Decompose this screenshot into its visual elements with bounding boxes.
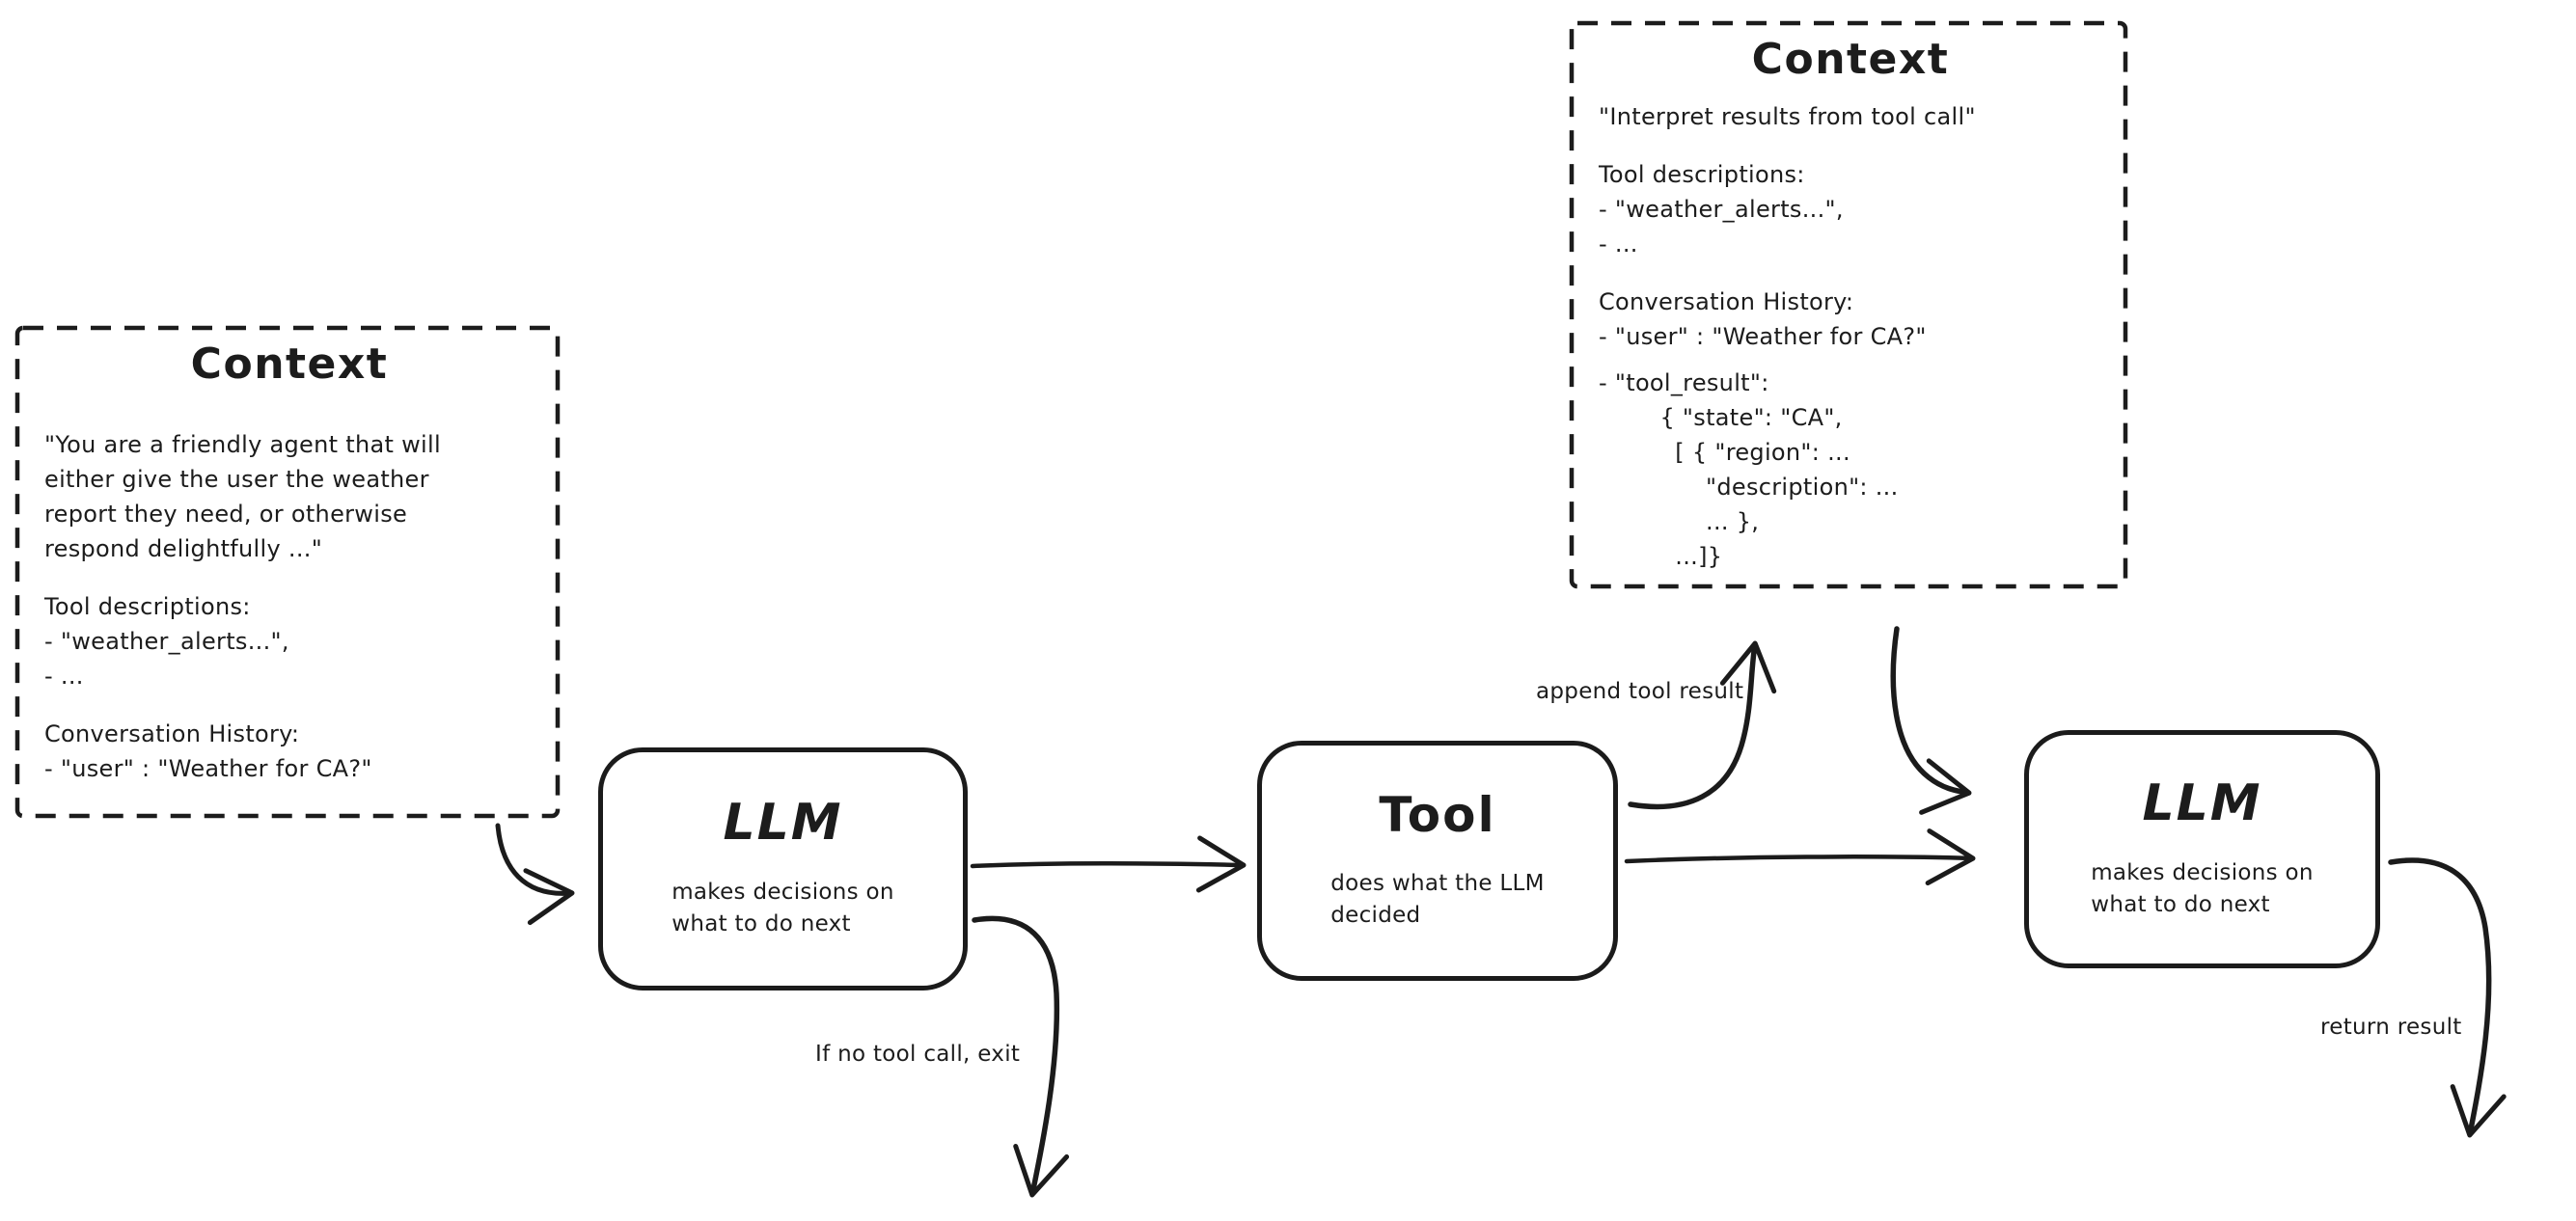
- node-llm-second-title: LLM: [2142, 773, 2262, 832]
- context-result-tool-descriptions: Tool descriptions: - "weather_alerts..."…: [1599, 161, 1844, 258]
- context-result-title: Context: [1751, 35, 1950, 84]
- context-initial-conversation-history: Conversation History: - "user" : "Weathe…: [44, 720, 372, 782]
- arrow-context-initial-to-llm: [495, 823, 575, 926]
- context-initial-title: Context: [190, 339, 389, 389]
- node-tool-subtitle-text: does what the LLM decided: [1330, 870, 1545, 928]
- node-llm-second-subtitle: makes decisions on what to do next: [2091, 857, 2314, 921]
- node-llm-second-subtitle-text: makes decisions on what to do next: [2091, 859, 2314, 917]
- context-initial-box: Context "You are a friendly agent that w…: [15, 326, 560, 818]
- context-result-system-prompt: "Interpret results from tool call": [1599, 103, 1976, 130]
- node-llm-first: LLM makes decisions on what to do next: [598, 747, 968, 990]
- node-tool-subtitle: does what the LLM decided: [1330, 868, 1545, 932]
- context-initial-system-prompt: "You are a friendly agent that will eith…: [44, 431, 441, 562]
- context-with-result-box: Context "Interpret results from tool cal…: [1570, 21, 2127, 588]
- node-llm-first-subtitle-text: makes decisions on what to do next: [671, 880, 894, 936]
- context-result-conversation-history: Conversation History: - "user" : "Weathe…: [1599, 288, 1927, 350]
- label-return-result: return result: [2320, 1015, 2462, 1040]
- label-if-no-tool-call-exit: If no tool call, exit: [815, 1042, 1021, 1067]
- arrow-tool-to-llm: [1624, 828, 1976, 886]
- node-llm-first-title: LLM: [723, 794, 843, 852]
- node-tool-title: Tool: [1379, 786, 1496, 843]
- arrow-llm-to-tool: [970, 835, 1247, 893]
- arrow-return-result: [2388, 857, 2507, 1138]
- label-append-tool-result: append tool result: [1536, 679, 1744, 704]
- arrow-context-result-to-llm: [1890, 626, 1972, 815]
- node-tool: Tool does what the LLM decided: [1257, 741, 1618, 981]
- node-llm-second: LLM makes decisions on what to do next: [2024, 730, 2380, 968]
- context-initial-tool-descriptions: Tool descriptions: - "weather_alerts..."…: [44, 593, 289, 690]
- arrow-append-tool-result: [1628, 640, 1777, 810]
- node-llm-first-subtitle: makes decisions on what to do next: [671, 877, 894, 940]
- context-result-tool-result: - "tool_result": { "state": "CA", [ { "r…: [1599, 369, 1899, 570]
